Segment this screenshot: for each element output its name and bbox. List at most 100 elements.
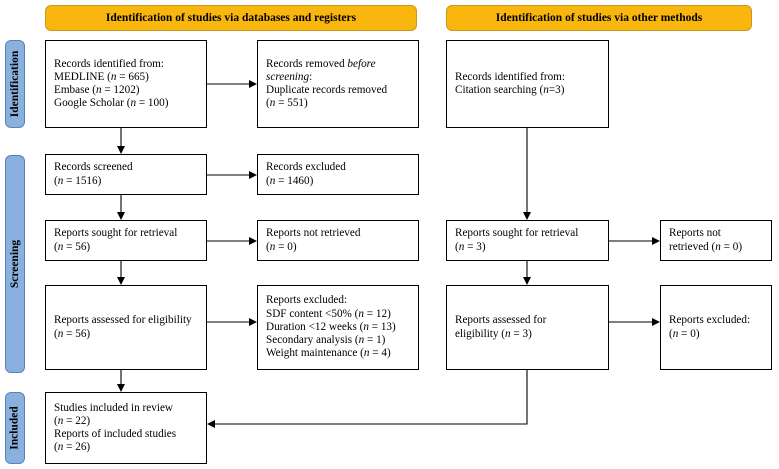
text-fragment: (: [54, 240, 58, 253]
box-other-reports-excluded: Reports excluded: (n = 0): [660, 285, 772, 370]
text-line: screening:: [266, 70, 313, 83]
text-fragment: (: [54, 174, 58, 187]
text-fragment: Embase (: [54, 84, 96, 96]
n-symbol: n: [458, 240, 465, 253]
n-symbol: n: [672, 327, 679, 340]
text-line: Reports excluded:: [669, 314, 751, 327]
n-symbol: n: [269, 97, 276, 110]
text-fragment: (: [266, 174, 270, 187]
text-fragment: = 56): [63, 327, 91, 340]
text-line: Reports assessed for: [455, 314, 547, 327]
text-line: Reports sought for retrieval: [455, 227, 579, 240]
text-line: (n = 1516): [54, 175, 198, 188]
text-fragment: = 100): [136, 97, 169, 110]
text-fragment: = 12): [363, 307, 391, 320]
text-line: (n = 56): [54, 328, 198, 341]
text-line: (n = 0): [669, 328, 763, 341]
text-fragment: = 22): [63, 414, 91, 427]
text-line: Records screened: [54, 161, 133, 174]
text-fragment: SDF content <50% (: [266, 307, 359, 320]
text-fragment: = 56): [63, 240, 91, 253]
text-line: Reports not retrieved: [266, 227, 361, 240]
n-symbol: n: [505, 327, 511, 340]
n-symbol: n: [269, 240, 276, 253]
box-other-records-identified: Records identified from: Citation search…: [446, 40, 609, 128]
text-line: (n = 551): [266, 97, 410, 110]
box-reports-assessed: Reports assessed for eligibility (n = 56…: [45, 285, 207, 370]
box-records-excluded: Records excluded (n = 1460): [257, 154, 419, 195]
text-fragment: (: [266, 240, 270, 253]
text-line: Secondary analysis (n = 1): [266, 334, 410, 347]
text-fragment: Google Scholar (: [54, 97, 131, 110]
text-line: (n = 0): [266, 241, 410, 254]
n-symbol: n: [358, 307, 364, 320]
text-fragment: MEDLINE (: [54, 70, 111, 83]
n-symbol: n: [57, 240, 64, 253]
text-line: MEDLINE (n = 665): [54, 71, 198, 84]
text-line: Duplicate records removed: [266, 84, 388, 96]
n-symbol: n: [363, 320, 369, 333]
box-other-reports-not-retrieved: Reports not retrieved (n = 0): [660, 220, 772, 261]
box-records-removed: Records removed before screening: Duplic…: [257, 40, 419, 128]
text-fragment: Secondary analysis (: [266, 334, 359, 347]
text-line: Records removed before: [266, 58, 410, 71]
text-fragment: Weight maintenance (: [266, 347, 364, 360]
box-records-screened: Records screened (n = 1516): [45, 154, 207, 195]
text-fragment: before: [347, 57, 376, 70]
n-symbol: n: [358, 334, 365, 347]
text-line: Reports assessed for eligibility: [54, 314, 192, 327]
text-fragment: = 13): [368, 320, 396, 333]
box-other-reports-assessed: Reports assessed for eligibility (n = 3): [446, 285, 609, 370]
text-fragment: =3): [548, 84, 565, 96]
box-reports-sought: Reports sought for retrieval (n = 56): [45, 220, 207, 261]
box-other-reports-sought: Reports sought for retrieval (n = 3): [446, 220, 609, 261]
n-symbol: n: [57, 441, 64, 454]
text-line: Citation searching (n=3): [455, 84, 600, 97]
text-line: Reports of included studies: [54, 428, 177, 440]
text-line: (n = 3): [455, 241, 600, 254]
text-fragment: Duration <12 weeks (: [266, 320, 364, 333]
n-symbol: n: [95, 84, 102, 96]
text-line: Records excluded: [266, 161, 346, 174]
text-fragment: (: [669, 327, 673, 340]
text-line: Weight maintenance (n = 4): [266, 347, 410, 360]
box-reports-excluded: Reports excluded: SDF content <50% (n = …: [257, 285, 419, 370]
text-line: SDF content <50% (n = 12): [266, 308, 410, 321]
text-fragment: Records removed: [266, 57, 348, 70]
text-line: Reports not: [669, 227, 721, 240]
text-fragment: = 4): [369, 347, 391, 360]
text-fragment: = 551): [275, 97, 308, 110]
text-line: Records identified from:: [455, 70, 565, 83]
n-symbol: n: [57, 414, 64, 427]
n-symbol: n: [363, 347, 370, 360]
text-line: (n = 1460): [266, 175, 410, 188]
n-symbol: n: [57, 174, 64, 187]
text-fragment: (: [54, 441, 58, 454]
n-symbol: n: [130, 97, 137, 110]
text-fragment: (: [266, 97, 270, 110]
arrow-other-assessed-to-included: [207, 370, 528, 428]
text-fragment: = 1): [364, 334, 386, 347]
text-line: eligibility (n = 3): [455, 328, 600, 341]
header-databases: Identification of studies via databases …: [45, 5, 417, 31]
box-reports-not-retrieved: Reports not retrieved (n = 0): [257, 220, 419, 261]
text-line: retrieved (n = 0): [669, 241, 763, 254]
text-fragment: (: [455, 240, 459, 253]
text-fragment: eligibility (: [455, 327, 506, 340]
text-line: (n = 22): [54, 415, 198, 428]
text-fragment: retrieved (: [669, 240, 716, 253]
text-fragment: = 1516): [63, 174, 102, 187]
text-fragment: = 1202): [101, 84, 140, 96]
header-other-methods: Identification of studies via other meth…: [446, 5, 752, 31]
n-symbol: n: [57, 327, 64, 340]
text-line: Studies included in review: [54, 401, 173, 414]
text-fragment: = 1460): [275, 174, 314, 187]
n-symbol: n: [269, 174, 276, 187]
text-line: Embase (n = 1202): [54, 84, 198, 97]
box-records-identified: Records identified from: MEDLINE (n = 66…: [45, 40, 207, 128]
text-line: Reports sought for retrieval: [54, 227, 178, 240]
text-fragment: (: [54, 327, 58, 340]
text-line: (n = 56): [54, 241, 198, 254]
text-line: Google Scholar (n = 100): [54, 97, 198, 110]
